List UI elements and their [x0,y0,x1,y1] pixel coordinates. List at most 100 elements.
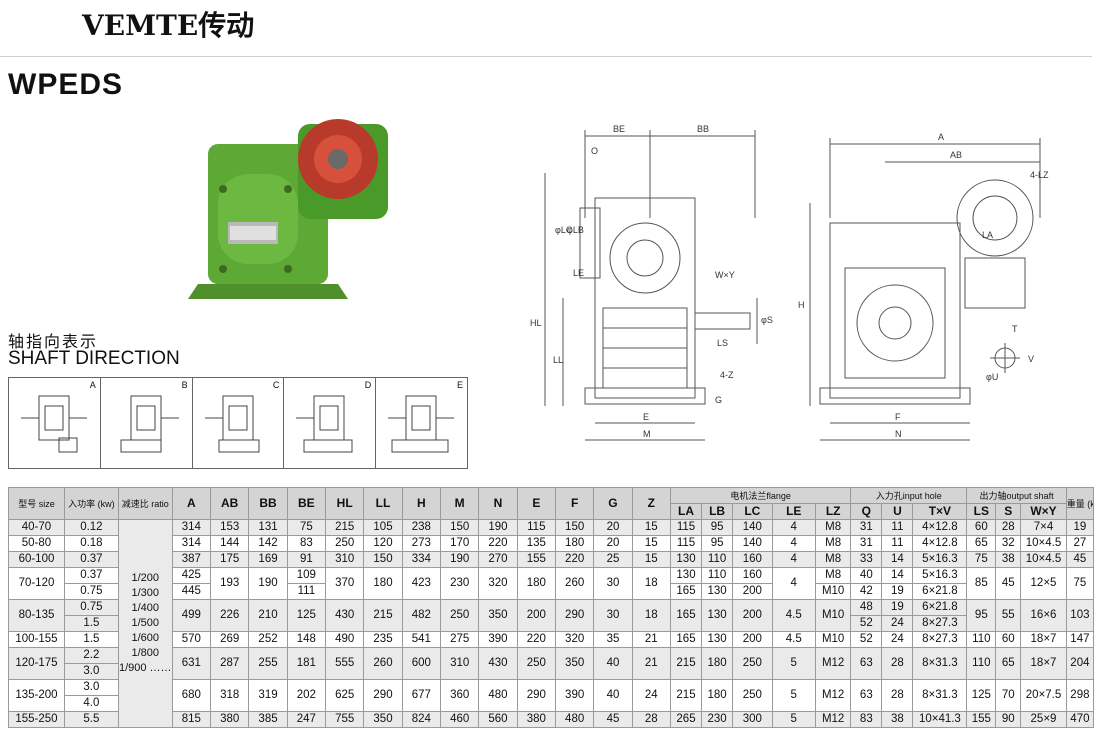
dim-label: 4-Z [720,370,734,380]
shaft-option-label: D [364,380,372,390]
table-cell: 7×4 [1020,519,1067,536]
table-cell: 147 [1065,631,1095,648]
table-cell: 155 [516,551,556,568]
header-cell: HL [325,487,365,520]
front-view-drawing: A AB 4-LZ LA H F N T V φU [798,132,1049,441]
table-cell: 15 [631,535,671,552]
table-cell: 370 [325,567,365,600]
table-cell: 60-100 [8,551,65,568]
table-cell: 63 [850,647,883,680]
table-cell: 28 [881,647,914,680]
table-cell: 115 [516,519,556,536]
dim-label: LL [553,355,563,365]
table-cell: 95 [966,599,997,632]
table-cell: 255 [248,647,288,680]
table-cell: 252 [248,631,288,648]
table-cell: 83 [286,535,327,552]
table-cell: 40 [593,647,633,680]
table-cell: 130 [669,567,703,584]
table-cell: 175 [210,551,250,568]
table-cell: 380 [516,711,556,728]
dim-label: φLB [567,225,584,235]
table-cell: 570 [171,631,212,648]
dim-label: G [715,395,722,405]
table-cell: 824 [401,711,442,728]
shaft-option-a: A [9,378,101,468]
table-cell: 180 [701,647,734,680]
table-cell: 310 [325,551,365,568]
table-cell: 677 [401,679,442,712]
table-cell: 380 [210,711,250,728]
table-cell: 755 [325,711,365,728]
table-cell: 150 [363,551,403,568]
table-cell: 18×7 [1020,647,1067,680]
table-cell: 193 [210,567,250,600]
table-cell: 110 [966,631,997,648]
table-cell: 115 [669,519,703,536]
table-cell: 19 [1065,519,1095,536]
table-cell: 85 [966,567,997,600]
table-cell: 215 [325,519,365,536]
table-cell: 144 [210,535,250,552]
table-cell: 170 [439,535,480,552]
table-cell: 230 [439,567,480,600]
table-cell: 11 [881,519,914,536]
table-cell: 4×12.8 [912,535,968,552]
table-cell: 298 [1065,679,1095,712]
table-cell: 220 [478,535,518,552]
header-output-group: 出力轴output shaft [966,487,1067,504]
table-cell: 680 [171,679,212,712]
table-cell: 70 [995,679,1022,712]
table-cell: 250 [732,679,773,712]
table-cell: 190 [248,567,288,600]
table-cell: 350 [478,599,518,632]
table-cell: 27 [1065,535,1095,552]
table-cell: 560 [478,711,518,728]
table-cell: 18 [631,599,671,632]
table-cell: 220 [516,631,556,648]
table-cell: 30 [593,567,633,600]
header-cell: E [516,487,556,520]
table-cell: 350 [363,711,403,728]
table-cell: 130 [669,551,703,568]
table-cell: 5×16.3 [912,551,968,568]
table-cell: 1.5 [63,631,119,648]
table-cell: 290 [554,599,595,632]
table-cell: 24 [631,679,671,712]
table-cell: 387 [171,551,212,568]
table-cell: 95 [701,535,734,552]
header-power: 入功率 (kw) [63,487,119,520]
table-cell: 180 [363,567,403,600]
table-cell: 11 [881,535,914,552]
table-cell: 32 [995,535,1022,552]
table-cell: M10 [815,599,852,632]
table-cell: 319 [248,679,288,712]
table-cell: 83 [850,711,883,728]
table-cell: 110 [701,567,734,584]
table-cell: 5 [771,679,817,712]
table-cell: 6×21.8 [912,583,968,600]
table-cell: 4.5 [771,631,817,648]
table-cell: 4.5 [771,599,817,632]
table-cell: 120 [363,535,403,552]
shaft-option-c: C [193,378,285,468]
table-cell: 480 [554,711,595,728]
table-cell: 385 [248,711,288,728]
table-cell: 8×31.3 [912,679,968,712]
header-cell: LB [701,503,734,520]
header-cell: S [995,503,1022,520]
table-cell: 445 [171,583,212,600]
header-cell: LL [363,487,403,520]
header-cell: AB [210,487,250,520]
table-cell: 25 [593,551,633,568]
table-cell: 314 [171,535,212,552]
dim-label: BE [613,124,625,134]
table-cell: 226 [210,599,250,632]
